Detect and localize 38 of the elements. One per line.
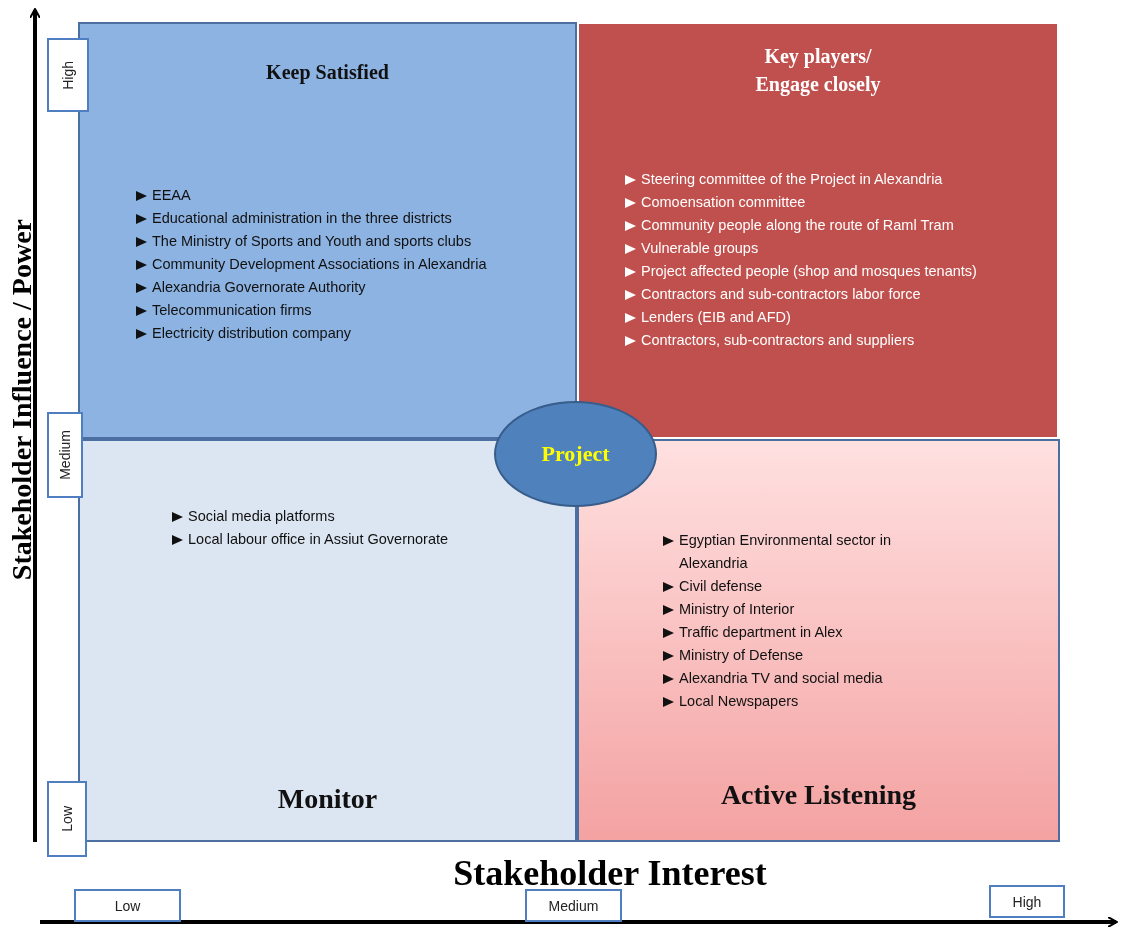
list-item: Social media platforms	[170, 505, 530, 528]
list-item: Steering committee of the Project in Alexandria	[623, 168, 983, 191]
list-item: Community Development Associations in Alexandria	[134, 253, 499, 276]
y-axis-title: Stakeholder Influence / Power	[6, 219, 38, 581]
list-item: Lenders (EIB and AFD)	[623, 306, 983, 329]
list-item: Vulnerable groups	[623, 237, 983, 260]
quadrant-heading: Active Listening	[719, 778, 918, 812]
list-item: Civil defense	[661, 575, 936, 598]
project-label: Project	[541, 441, 610, 467]
axis-level-box: Medium	[47, 412, 83, 498]
list-item: Contractors and sub-contractors labor force	[623, 283, 983, 306]
axis-level-box: High	[47, 38, 89, 112]
list-item: Traffic department in Alex	[661, 621, 936, 644]
quadrant-panel	[577, 22, 1059, 439]
list-item: The Ministry of Sports and Youth and sports clubs	[134, 230, 499, 253]
list-item: Alexandria TV and social media	[661, 667, 936, 690]
quadrant-heading: Monitor	[276, 782, 379, 816]
list-item: Ministry of Interior	[661, 598, 936, 621]
list-item: Alexandria Governorate Authority	[134, 276, 499, 299]
quadrant-heading: Key players/ Engage closely	[754, 44, 882, 98]
list-item: Local labour office in Assiut Governorate	[170, 528, 530, 551]
list-item: Comoensation committee	[623, 191, 983, 214]
list-item: Electricity distribution company	[134, 322, 499, 345]
list-item: Ministry of Defense	[661, 644, 936, 667]
quadrant-heading: Keep Satisfied	[265, 60, 390, 86]
list-item: Project affected people (shop and mosques tenants)	[623, 260, 983, 283]
axis-level-box: Low	[74, 889, 181, 922]
list-item: Telecommunication firms	[134, 299, 499, 322]
list-item: Contractors, sub-contractors and suppliers	[623, 329, 983, 352]
axis-level-box: High	[989, 885, 1065, 918]
axis-level-box: Low	[47, 781, 87, 857]
quadrant-panel	[78, 22, 577, 439]
list-item: Egyptian Environmental sector in Alexandria	[661, 529, 936, 575]
list-item: Local Newspapers	[661, 690, 936, 713]
list-item: Community people along the route of Raml Tram	[623, 214, 983, 237]
list-item: Educational administration in the three districts	[134, 207, 499, 230]
list-item: EEAA	[134, 184, 499, 207]
axis-level-box: Medium	[525, 889, 622, 922]
